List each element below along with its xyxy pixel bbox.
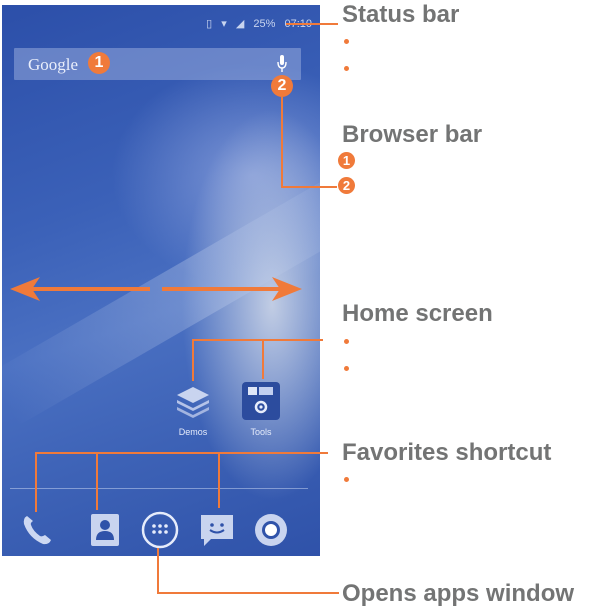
label-status-bar: Status bar	[342, 1, 460, 28]
swipe-right-line	[162, 287, 286, 291]
bullet	[344, 66, 349, 71]
tools-folder-icon	[242, 382, 280, 420]
chrome-icon[interactable]	[251, 510, 291, 550]
stack-layers-icon	[177, 387, 209, 418]
connector-status-bar	[286, 23, 338, 25]
phone-screen: ▯ ▾ ◢ 25% 07:10 Google Demos Tools	[2, 5, 320, 556]
battery-level: 25%	[253, 18, 276, 30]
label-opens-apps-window: Opens apps window	[342, 580, 575, 607]
contacts-icon[interactable]	[85, 510, 125, 550]
bullet	[344, 477, 349, 482]
status-bar: ▯ ▾ ◢ 25% 07:10	[2, 17, 312, 33]
connector-fav-messages	[218, 452, 220, 508]
connector-home-demos	[192, 339, 194, 381]
bullet	[344, 339, 349, 344]
app-tools[interactable]: Tools	[239, 381, 283, 437]
apps-grid-icon[interactable]	[140, 510, 180, 550]
bullet	[344, 366, 349, 371]
google-search-bar[interactable]: Google	[14, 48, 301, 80]
connector-apps-horizontal	[157, 592, 339, 594]
connector-home-tools	[262, 339, 264, 379]
badge-2-legend: 2	[338, 177, 355, 194]
label-browser-bar: Browser bar	[342, 121, 483, 148]
connector-mic-vertical	[281, 97, 283, 187]
vibrate-icon: ▯	[206, 18, 213, 30]
app-demos[interactable]: Demos	[171, 381, 215, 437]
badge-1-search: 1	[88, 52, 110, 74]
label-home-screen: Home screen	[342, 300, 493, 327]
swipe-left-line	[24, 287, 150, 291]
wifi-icon: ▾	[221, 18, 227, 30]
microphone-icon[interactable]	[277, 54, 287, 74]
connector-home-horizontal	[192, 339, 323, 341]
app-label-demos: Demos	[178, 427, 208, 437]
google-label: Google	[28, 55, 79, 74]
app-label-tools: Tools	[250, 427, 272, 437]
signal-icon: ◢	[235, 18, 245, 30]
connector-apps-vertical	[157, 548, 159, 593]
swipe-left-arrowhead	[10, 277, 40, 301]
connector-fav-phone	[35, 452, 37, 512]
badge-2-mic: 2	[271, 75, 293, 97]
label-favorites-shortcut: Favorites shortcut	[342, 439, 552, 466]
connector-fav-contacts	[96, 452, 98, 510]
dock-divider	[10, 488, 308, 489]
swipe-right-arrowhead	[272, 277, 302, 301]
connector-mic-horizontal	[281, 186, 337, 188]
phone-icon[interactable]	[17, 510, 57, 550]
messages-icon[interactable]	[197, 510, 237, 550]
connector-favorites-horizontal	[35, 452, 328, 454]
badge-1-legend: 1	[338, 152, 355, 169]
bullet	[344, 39, 349, 44]
